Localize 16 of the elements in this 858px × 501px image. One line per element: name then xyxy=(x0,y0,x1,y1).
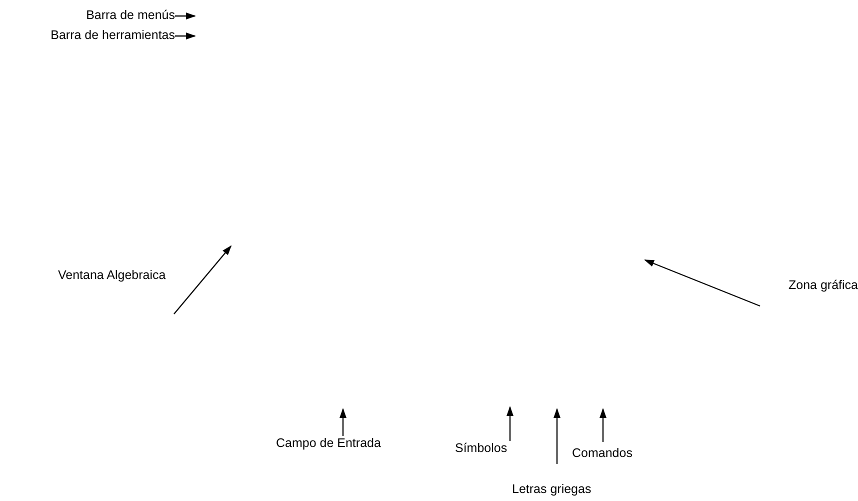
arrow xyxy=(175,12,196,20)
callout-label: Zona gráfica xyxy=(788,278,858,293)
arrow xyxy=(506,406,514,441)
callout-label: Letras griegas xyxy=(512,482,592,497)
callout-label: Comandos xyxy=(572,446,634,461)
callout-label: Campo de Entrada xyxy=(276,436,382,451)
arrow xyxy=(554,408,560,464)
arrow xyxy=(600,408,606,442)
callout-label: Símbolos xyxy=(455,441,508,456)
callout-label: Barra de herramientas xyxy=(50,28,175,43)
arrow xyxy=(174,245,232,314)
callout-label: Barra de menús xyxy=(85,8,175,23)
callout-label: Ventana Algebraica xyxy=(58,268,167,283)
arrow xyxy=(340,408,346,436)
arrow xyxy=(175,32,196,40)
arrow xyxy=(644,259,760,307)
